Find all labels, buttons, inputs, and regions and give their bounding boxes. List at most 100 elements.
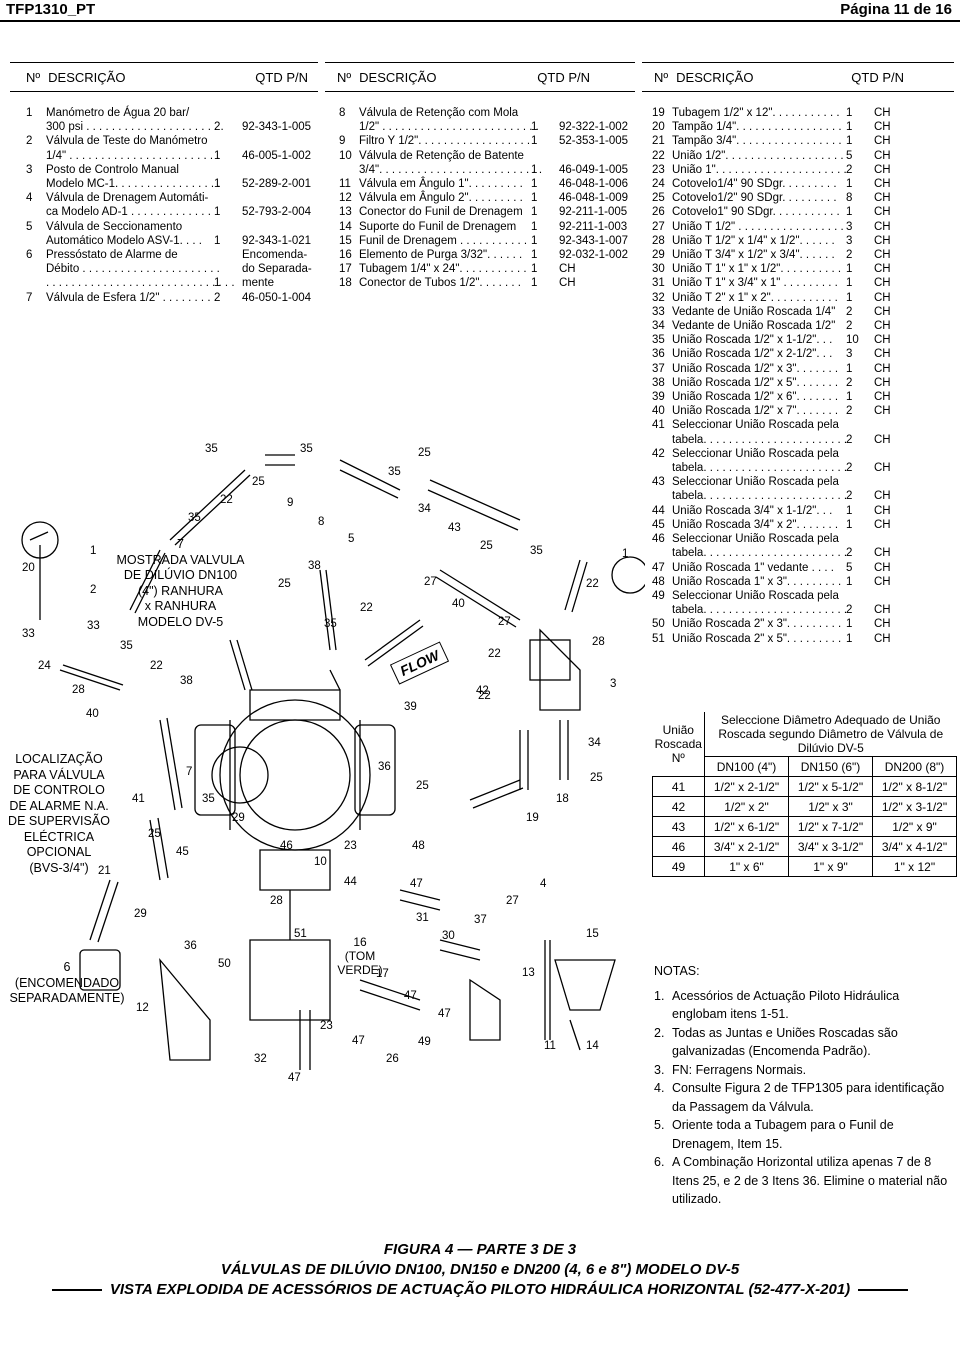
part-quantity: 1 (846, 135, 853, 148)
note-number: 6. (654, 1155, 665, 1169)
part-number: 20 (652, 121, 665, 134)
part-description: Tubagem 1/2" x 12". . . . . . . . . . . (672, 107, 840, 119)
part-quantity: 1 (531, 277, 538, 290)
item-callout: 49 (418, 1036, 431, 1048)
part-description: tabela. . . . . . . . . . . . . . . . . … (672, 547, 848, 560)
item-callout: 33 (22, 628, 35, 640)
part-number: 18 (339, 277, 352, 290)
part-quantity: 1 (846, 121, 853, 134)
part-description: União Roscada 1/2" x 2-1/2". . . (672, 348, 833, 361)
part-description: Válvula de Teste do Manómetro (46, 135, 208, 148)
note-text: Acessórios de Actuação Piloto Hidráulica… (672, 988, 900, 1022)
col-desc-label: DESCRIÇÃO (48, 69, 126, 85)
note-item: 1.Acessórios de Actuação Piloto Hidráuli… (654, 987, 954, 1024)
part-pn: CH (874, 135, 891, 148)
union-size-table: União Roscada Nº Seleccione Diâmetro Ade… (652, 712, 957, 877)
part-number: 26 (652, 206, 665, 219)
part-quantity: 2 (214, 121, 221, 134)
part-pn: CH (874, 405, 891, 418)
item-callout: 35 (205, 443, 218, 455)
part-number: 36 (652, 348, 665, 361)
caption-line-3-wrap: VISTA EXPLODIDA DE ACESSÓRIOS DE ACTUAÇÃ… (0, 1280, 960, 1300)
part-quantity: 1 (214, 206, 221, 219)
item-callout: 35 (120, 640, 133, 652)
part-quantity: 2 (846, 405, 853, 418)
part-pn: CH (874, 547, 891, 560)
part-pn: mente (242, 277, 274, 290)
part-number (26, 234, 46, 248)
part-number: 3 (26, 163, 33, 176)
part-pn: 52-793-2-004 (242, 206, 312, 219)
part-description: Automático Modelo ASV-1. . . . (46, 234, 202, 247)
part-quantity: 1 (846, 263, 853, 276)
note-item: 4.Consulte Figura 2 de TFP1305 para iden… (654, 1079, 954, 1116)
item-callout: 37 (474, 914, 487, 926)
part-quantity: 1 (531, 220, 538, 233)
part-quantity: 1 (846, 618, 853, 631)
part-pn: 52-289-2-001 (242, 178, 312, 191)
item-callout: 27 (424, 576, 437, 588)
item-callout: 25 (148, 828, 161, 840)
part-description: ca Modelo AD-1 . . . . . . . . . . . . . (46, 206, 211, 219)
part-description: Filtro Y 1/2". . . . . . . . . . . . . .… (359, 135, 531, 148)
item-callout: 22 (220, 494, 233, 506)
col-no-label: Nº (337, 69, 352, 85)
union-table-cell: 43 (652, 816, 705, 837)
item-callout: 13 (522, 967, 535, 979)
note-item: 5.Oriente toda a Tubagem para o Funil de… (654, 1116, 954, 1153)
item-callout: 47 (352, 1035, 365, 1047)
union-table-title: Seleccione Diâmetro Adequado de União Ro… (704, 712, 957, 757)
item-callout: 24 (38, 660, 51, 672)
part-number: 15 (339, 234, 352, 247)
part-pn: CH (874, 348, 891, 361)
part-description: Débito . . . . . . . . . . . . . . . . .… (46, 263, 220, 276)
column-header-2: Nº DESCRIÇÃO QTD P/N (325, 62, 635, 92)
part-quantity: 10 (846, 334, 859, 347)
part-quantity: 8 (846, 192, 853, 205)
union-table-cell: 3/4" x 3-1/2" (788, 836, 873, 857)
part-row: 1/2" . . . . . . . . . . . . . . . . . .… (339, 120, 639, 134)
part-pn: 92-032-1-002 (559, 249, 629, 262)
part-description: União Roscada 1" x 3". . . . . . . . . (672, 575, 842, 588)
size-header: DN150 (6") (788, 756, 873, 777)
part-description: Vedante de União Roscada 1/2" (672, 320, 836, 333)
part-description: União 1/2". . . . . . . . . . . . . . . … (672, 149, 844, 162)
item-callout: 35 (324, 618, 337, 630)
part-pn: do Separada- (242, 263, 312, 276)
item-callout: 46 (280, 840, 293, 852)
page-number: Página 11 de 16 (840, 1, 952, 18)
union-table-cell: 49 (652, 856, 705, 877)
part-quantity: 5 (846, 561, 853, 574)
part-number (652, 489, 672, 503)
part-pn: CH (874, 192, 891, 205)
part-description: Posto de Controlo Manual (46, 163, 179, 176)
item-callout: 35 (388, 466, 401, 478)
part-number: 1 (26, 107, 33, 119)
item-callout: 28 (270, 895, 283, 907)
item-callout: 47 (438, 1008, 451, 1020)
size-header: DN200 (8") (872, 756, 957, 777)
part-description: . . . . . . . . . . . . . . . . . . . . … (46, 277, 235, 290)
item-callout: 23 (344, 840, 357, 852)
item-callout: 44 (344, 876, 357, 888)
part-quantity: 2 (846, 547, 853, 560)
item-callout: 35 (202, 793, 215, 805)
model-note: 7 MOSTRADA VALVULA DE DILÚVIO DN100 (4")… (108, 537, 253, 630)
part-pn: CH (874, 575, 891, 588)
part-pn: CH (559, 263, 576, 276)
union-table-cell: 1" x 6" (704, 856, 789, 877)
item-callout: 1 (622, 548, 629, 560)
part-row: 3 Posto de Controlo Manual (26, 163, 321, 177)
